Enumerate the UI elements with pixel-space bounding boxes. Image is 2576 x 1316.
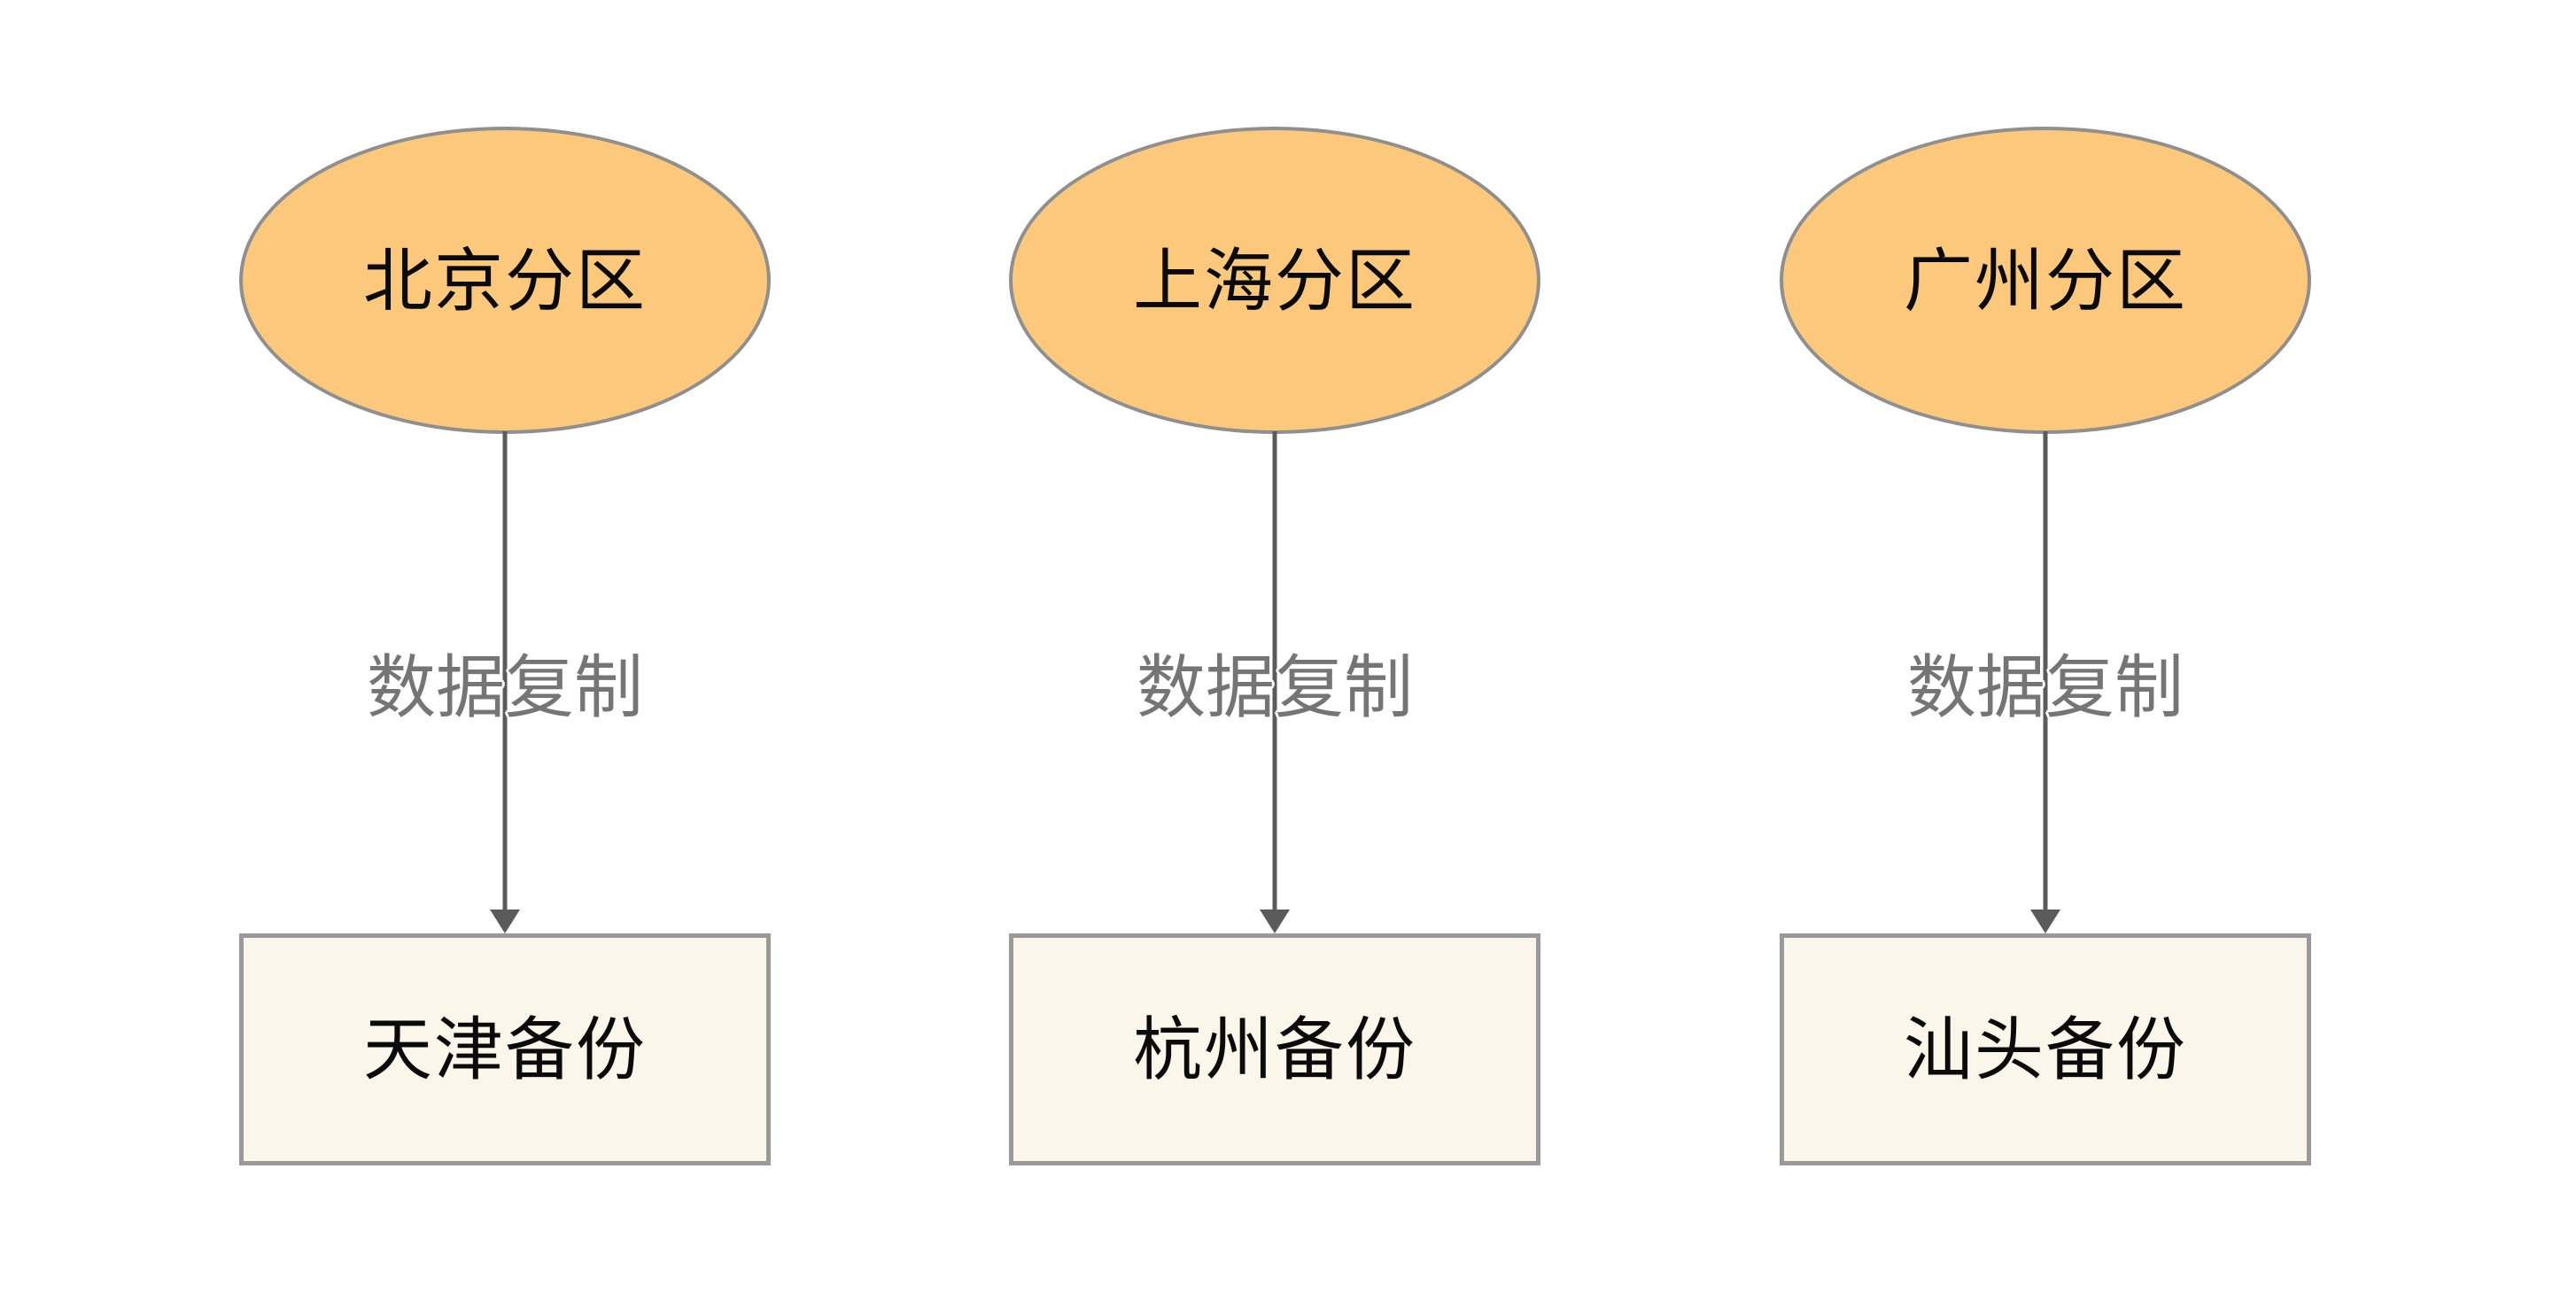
source-node-label: 广州分区 bbox=[1903, 241, 2187, 320]
target-node-label: 天津备份 bbox=[362, 1010, 647, 1088]
source-node-shanghai: 上海分区 bbox=[1009, 127, 1540, 434]
edge-line bbox=[2043, 431, 2048, 914]
source-node-beijing: 北京分区 bbox=[239, 127, 771, 434]
target-node-hangzhou: 杭州备份 bbox=[1009, 933, 1540, 1165]
source-node-label: 北京分区 bbox=[362, 241, 647, 320]
diagram-column-guangzhou: 广州分区 数据复制 汕头备份 bbox=[1780, 0, 2311, 1316]
diagram-column-shanghai: 上海分区 数据复制 杭州备份 bbox=[1009, 0, 1540, 1316]
arrowhead-down-icon bbox=[1260, 910, 1290, 933]
edge-label: 数据复制 bbox=[366, 648, 644, 726]
target-node-label: 杭州备份 bbox=[1132, 1010, 1416, 1088]
source-node-label: 上海分区 bbox=[1132, 241, 1416, 320]
diagram-column-beijing: 北京分区 数据复制 天津备份 bbox=[239, 0, 771, 1316]
target-node-shantou: 汕头备份 bbox=[1780, 933, 2311, 1165]
arrowhead-down-icon bbox=[490, 910, 520, 933]
edge-label: 数据复制 bbox=[1136, 648, 1414, 726]
edge-line bbox=[502, 431, 508, 914]
source-node-guangzhou: 广州分区 bbox=[1780, 127, 2311, 434]
edge-line bbox=[1272, 431, 1277, 914]
arrowhead-down-icon bbox=[2030, 910, 2060, 933]
target-node-label: 汕头备份 bbox=[1903, 1010, 2187, 1088]
edge-label: 数据复制 bbox=[1906, 648, 2184, 726]
target-node-tianjin: 天津备份 bbox=[239, 933, 771, 1165]
